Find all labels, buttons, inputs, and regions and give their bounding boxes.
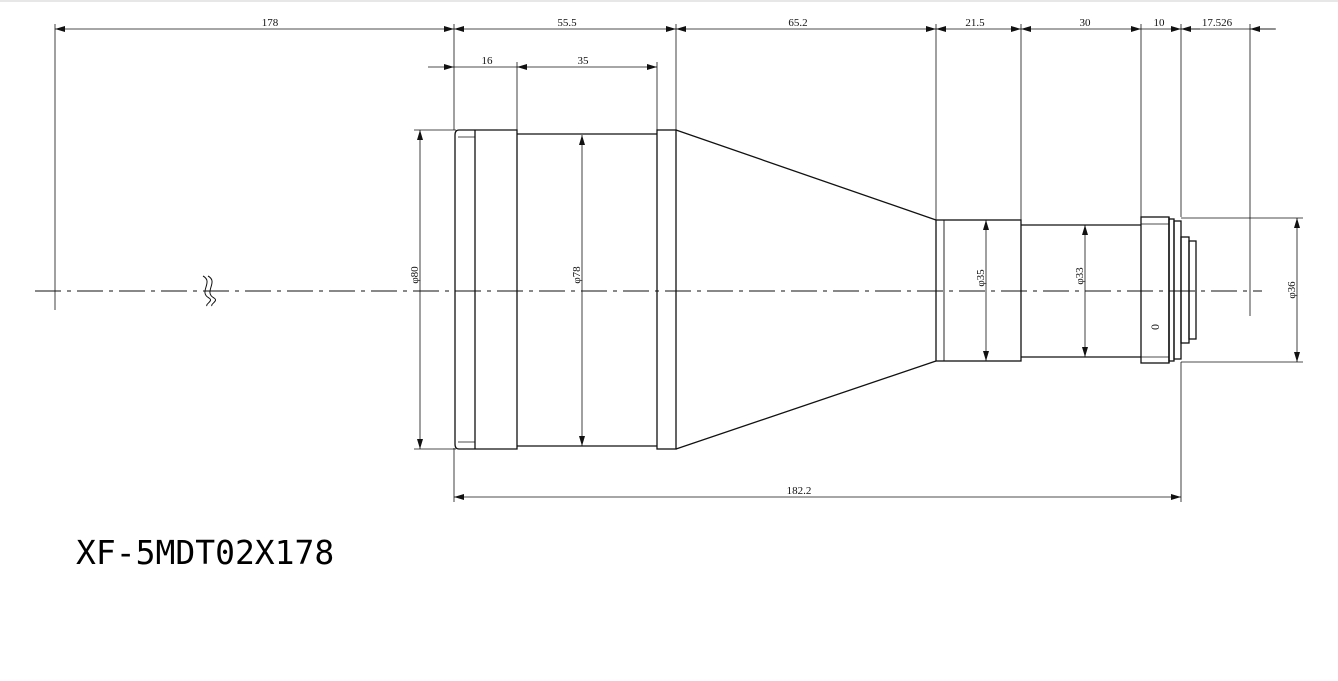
dimension-lines: [55, 26, 1300, 500]
dim-front-ring: 16: [482, 55, 494, 67]
dia-front: φ80: [409, 266, 421, 284]
dia-rear-1: φ35: [975, 269, 987, 287]
dia-rear-2: φ33: [1074, 267, 1086, 285]
lens-body: [454, 129, 1197, 450]
dim-flange: 17.526: [1202, 17, 1233, 29]
model-title: XF-5MDT02X178: [76, 533, 335, 572]
dim-mount-ring: 10: [1154, 17, 1166, 29]
dia-front-barrel: φ78: [571, 266, 583, 284]
dimension-labels: 178 55.5 65.2 21.5 30 10 17.526 16 35 18…: [262, 17, 1298, 497]
focus-mark: 0: [1148, 324, 1162, 330]
dim-rear-barrel-1: 21.5: [965, 17, 985, 29]
optical-axis: [35, 275, 1262, 307]
dim-rear-barrel-2: 30: [1080, 17, 1092, 29]
dim-total-length: 182.2: [787, 485, 812, 497]
dim-taper: 65.2: [788, 17, 807, 29]
dim-front-barrel: 35: [578, 55, 590, 67]
dia-mount: φ36: [1286, 281, 1298, 299]
extension-lines: [54, 24, 1303, 502]
dim-working-distance: 178: [262, 17, 279, 29]
dim-front-section: 55.5: [557, 17, 577, 29]
